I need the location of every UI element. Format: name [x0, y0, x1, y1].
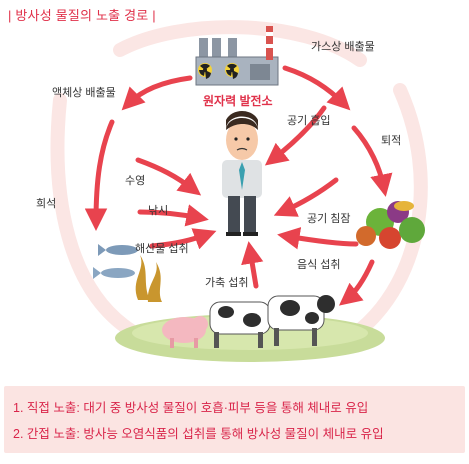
arrow-food-intake	[277, 227, 359, 250]
cow-icon	[209, 295, 335, 348]
label-swimming: 수영	[125, 175, 146, 187]
label-food-intake: 음식 섭취	[297, 259, 341, 271]
note-direct-exposure: 1. 직접 노출: 대기 중 방사성 물질이 호흡·피부 등을 통해 체내로 유…	[13, 401, 369, 415]
arrow-liquid-release	[121, 75, 193, 111]
label-dilution: 희석	[36, 198, 57, 210]
arrow-livestock	[241, 241, 264, 289]
person-icon	[222, 111, 262, 236]
note-indirect-exposure: 2. 간접 노출: 방사능 오염식품의 섭취를 통해 방사성 물질이 체내로 유…	[13, 427, 384, 441]
diagram-title: | 방사성 물질의 노출 경로 |	[8, 8, 156, 23]
arrow-fishing	[137, 204, 209, 227]
fish-icon	[93, 244, 138, 279]
label-air-immersion: 공기 침잠	[307, 213, 351, 225]
plant-label: 원자력 발전소	[203, 94, 273, 108]
label-inhalation: 공기 흡입	[287, 115, 331, 127]
arrow-to-livestock	[338, 259, 375, 306]
pig-icon	[162, 316, 208, 348]
seaweed-icon	[135, 255, 162, 302]
arrow-deposition	[351, 125, 393, 197]
arrow-swimming	[135, 157, 202, 196]
label-seafood-intake: 해산물 섭취	[135, 243, 189, 255]
vegetables-icon	[356, 201, 425, 249]
label-deposition: 퇴적	[381, 135, 402, 147]
arrow-gas-release	[282, 65, 351, 111]
label-gas-release: 가스상 배출물	[311, 41, 375, 53]
notes-box: 1. 직접 노출: 대기 중 방사성 물질이 호흡·피부 등을 통해 체내로 유…	[4, 386, 465, 453]
arrow-seafood	[149, 228, 217, 250]
label-livestock-intake: 가축 섭취	[205, 277, 249, 289]
pathway-arrows	[84, 65, 393, 306]
arrow-plant-to-dilution	[84, 119, 115, 231]
arrow-inhalation	[264, 105, 327, 166]
arrow-air-immersion	[273, 177, 339, 217]
nuclear-plant-icon	[195, 26, 279, 86]
label-fishing: 낚시	[148, 205, 169, 217]
label-liquid-release: 액체상 배출물	[52, 87, 116, 99]
